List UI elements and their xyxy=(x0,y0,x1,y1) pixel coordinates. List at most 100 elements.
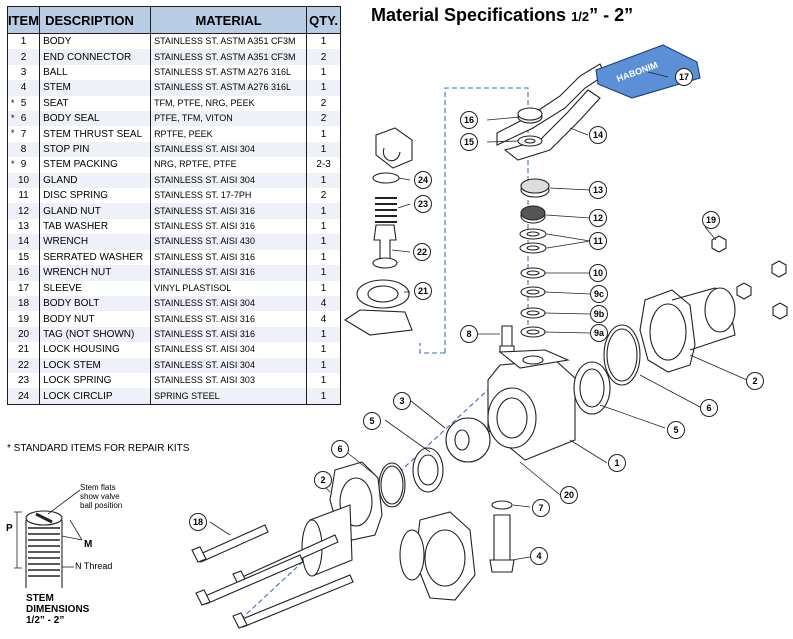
material-cell: STAINLESS ST. AISI 304 xyxy=(150,295,308,312)
right-end-connector xyxy=(573,287,736,415)
callout-bubble: 2 xyxy=(746,372,764,390)
item-cell: 14 xyxy=(6,234,41,250)
qty-cell: 1 xyxy=(306,265,342,281)
item-cell: 22 xyxy=(6,357,41,373)
callout-bubble: 16 xyxy=(460,111,478,129)
callout-bubble: 18 xyxy=(189,513,207,531)
item-number: 22 xyxy=(17,359,30,371)
qty-cell: 1 xyxy=(306,249,342,266)
material-cell: PTFE, TFM, VITON xyxy=(150,111,308,127)
item-cell: 12 xyxy=(6,203,41,219)
header-material: MATERIAL xyxy=(150,6,308,34)
body-nuts xyxy=(711,235,788,320)
description-cell: LOCK STEM xyxy=(39,357,152,373)
stem-stack xyxy=(517,107,550,338)
valve-body xyxy=(487,349,576,461)
header-item: ITEM xyxy=(6,6,41,34)
material-cell: STAINLESS ST. ASTM A351 CF3M xyxy=(150,49,308,65)
callout-bubble: 13 xyxy=(589,181,607,199)
qty-cell: 1 xyxy=(306,172,342,189)
description-cell: WRENCH NUT xyxy=(39,265,152,281)
item-number: 8 xyxy=(20,144,27,156)
item-cell: 20 xyxy=(6,326,41,343)
description-cell: TAG (NOT SHOWN) xyxy=(39,326,152,343)
item-number: 16 xyxy=(17,267,30,279)
qty-cell: 2 xyxy=(306,111,342,127)
stem-dimensions-heading: STEM DIMENSIONS 1/2” - 2” xyxy=(26,593,89,626)
stem-flats-line-2: show valve xyxy=(80,492,120,501)
qty-cell: 1 xyxy=(306,64,342,81)
description-cell: LOCK CIRCLIP xyxy=(39,388,152,405)
footnote: * STANDARD ITEMS FOR REPAIR KITS xyxy=(7,443,190,454)
item-cell: 4 xyxy=(6,80,41,96)
callout-bubble: 19 xyxy=(702,211,720,229)
item-number: 10 xyxy=(17,174,30,186)
stem-flats-line-3: ball position xyxy=(80,501,123,510)
qty-cell: 1 xyxy=(306,372,342,389)
material-cell: STAINLESS ST. AISI 304 xyxy=(150,172,308,189)
leader-lines xyxy=(209,71,748,561)
qty-cell: 1 xyxy=(306,326,342,343)
title-rest: ” - 2” xyxy=(589,5,634,25)
callout-bubble: 24 xyxy=(414,171,432,189)
item-number: 23 xyxy=(17,375,30,387)
item-cell: 3 xyxy=(6,64,41,81)
callout-bubble: 3 xyxy=(393,392,411,410)
item-cell: *9 xyxy=(6,157,41,173)
item-cell: 24 xyxy=(6,388,41,405)
item-cell: 13 xyxy=(6,218,41,235)
callout-bubble: 10 xyxy=(589,264,607,282)
stem-heading-line-2: DIMENSIONS xyxy=(26,604,90,615)
item-cell: 2 xyxy=(6,49,41,65)
item-number: 5 xyxy=(20,97,27,109)
item-cell: *6 xyxy=(6,111,41,127)
stem-size-label: 1/2” - 2” xyxy=(26,615,65,626)
item-number: 6 xyxy=(20,113,27,125)
lower-flange xyxy=(399,511,476,601)
item-number: 4 xyxy=(20,82,27,94)
qty-cell: 4 xyxy=(306,311,342,327)
ball-and-seats xyxy=(378,417,491,508)
item-number: 14 xyxy=(17,236,30,248)
title-fraction: 1/2 xyxy=(571,9,590,24)
qty-cell: 1 xyxy=(306,203,342,219)
stem-part xyxy=(489,500,515,573)
table-header-row: ITEM DESCRIPTION MATERIAL QTY. xyxy=(6,6,342,34)
callout-bubble: 11 xyxy=(589,232,607,250)
description-cell: BODY SEAL xyxy=(39,111,152,127)
wrench-handle xyxy=(496,44,701,161)
qty-cell: 2-3 xyxy=(306,157,342,173)
page-title: Material Specifications 1/2” - 2” xyxy=(371,5,633,26)
callout-bubble: 12 xyxy=(589,209,607,227)
item-number: 12 xyxy=(17,205,30,217)
item-number: 7 xyxy=(20,128,27,140)
item-number: 9 xyxy=(20,159,27,171)
body-bolts xyxy=(191,524,354,629)
description-cell: GLAND NUT xyxy=(39,203,152,219)
qty-cell: 2 xyxy=(306,188,342,204)
qty-cell: 1 xyxy=(306,218,342,235)
callout-bubble: 4 xyxy=(530,547,548,565)
item-cell: *7 xyxy=(6,126,41,142)
handle-sleeve xyxy=(595,44,701,99)
qty-cell: 2 xyxy=(306,49,342,65)
item-number: 21 xyxy=(17,344,30,356)
callout-bubble: 8 xyxy=(460,325,478,343)
callout-bubble: 1 xyxy=(608,454,626,472)
